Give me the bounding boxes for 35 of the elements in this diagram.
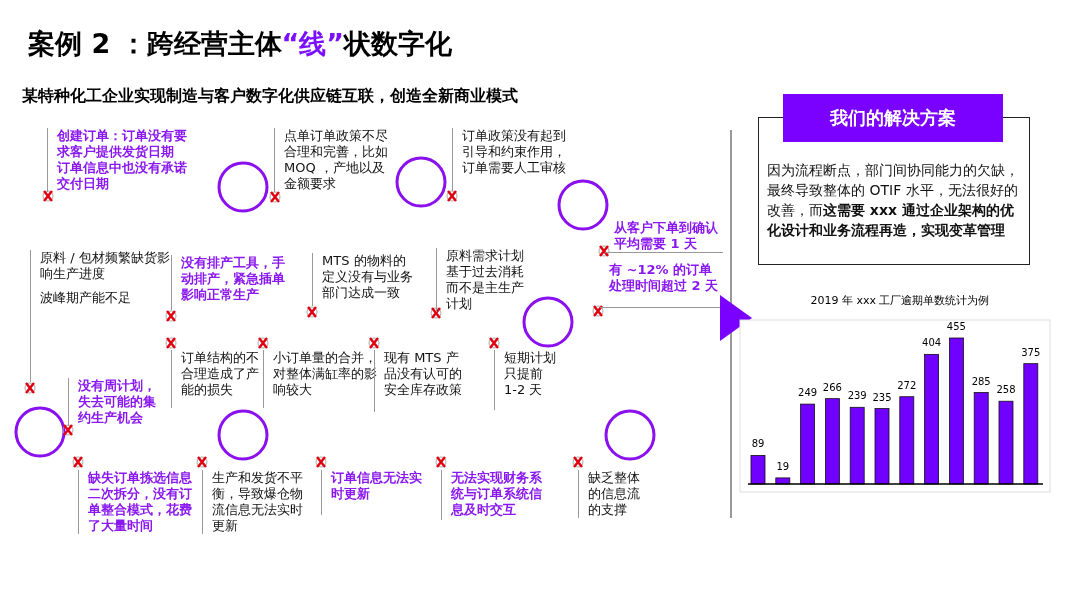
value-label: 272 — [896, 379, 918, 392]
value-label: 404 — [921, 337, 943, 350]
callout-text: 有 ~12% 的订单处理时间超过 2 天 — [600, 262, 720, 308]
value-label: 239 — [846, 390, 868, 403]
callout-text: 无法实现财务系统与订单系统信息及时交互 — [441, 470, 546, 520]
callout-text: 没有排产工具，手动排产，紧急插单影响正常生产 — [171, 255, 289, 310]
value-label: 258 — [995, 384, 1017, 397]
value-label: 19 — [775, 460, 791, 473]
callout-text: 缺乏整体的信息流的支撑 — [578, 470, 644, 518]
callout-text: 缺失订单拣选信息二次拆分，没有订单整合模式，花费了大量时间 — [78, 470, 196, 534]
value-label: 266 — [821, 381, 843, 394]
value-label: 455 — [945, 321, 967, 333]
callout-text: 订单信息中也没有承诺交付日期 — [47, 160, 193, 192]
callout-text: 原料 / 包材频繁缺货影响生产进度 — [30, 250, 170, 290]
callout-text: 创建订单：订单没有要求客户提供发货日期 — [47, 128, 193, 160]
callout-text: 短期计划只提前 1-2 天 — [494, 350, 560, 410]
callout-text: 订单结构的不合理造成了产能的损失 — [171, 350, 263, 408]
callout-text: 订单政策没有起到引导和约束作用，订单需要人工审核 — [452, 128, 568, 191]
value-label: 375 — [1020, 346, 1042, 359]
callout-text: 从客户下单到确认平均需要 1 天 — [605, 220, 723, 253]
solution-text: 因为流程断点，部门间协同能力的欠缺，最终导致整体的 OTIF 水平，无法很好的改善，而这需要 xxx 通过企业架构的优化设计和业务流程再造，实现变革管理 — [767, 161, 1020, 240]
callout-text: 原料需求计划基于过去消耗而不是主生产计划 — [436, 248, 528, 312]
callout-text: 生产和发货不平衡，导致爆仓物流信息无法实时更新 — [202, 470, 307, 534]
callout-text: MTS 的物料的定义没有与业务部门达成一致 — [312, 253, 418, 306]
callout-text: 订单信息无法实时更新 — [321, 470, 426, 515]
callout-text: 现有 MTS 产品没有认可的安全库存政策 — [374, 350, 468, 412]
value-label: 249 — [797, 387, 819, 400]
value-label: 285 — [970, 375, 992, 388]
value-label: 235 — [871, 391, 893, 404]
title: 案例 2 ：跨经营主体“线”状数字化 — [28, 27, 453, 61]
heading-banner: 我们的解决方案 — [783, 94, 1003, 142]
value-label: 89 — [750, 438, 766, 451]
chart-title: 2019 年 xxx 工厂逾期单数统计为例 — [809, 293, 991, 308]
subtitle: 某特种化工企业实现制造与客户数字化供应链互联，创造全新商业模式 — [22, 86, 518, 107]
callout-text: 点单订单政策不尽合理和完善，比如 MOQ ，产地以及金额要求 — [274, 128, 390, 192]
